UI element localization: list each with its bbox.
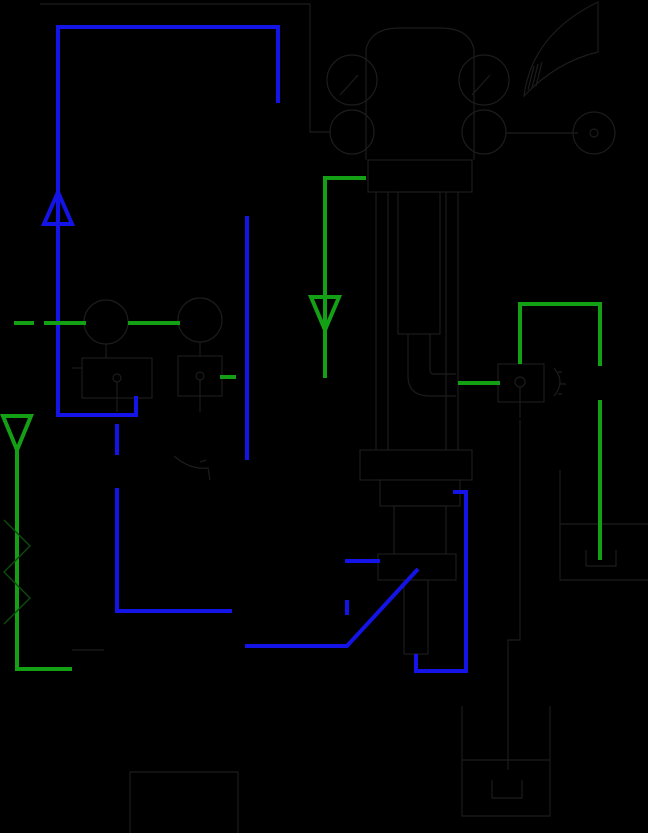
guard-hatch-1 xyxy=(527,65,535,91)
right-valve-body xyxy=(497,363,545,403)
roller-top-right-mark xyxy=(471,74,491,96)
equipment-outlines xyxy=(40,1,648,833)
lower-block-3 xyxy=(377,553,457,581)
lower-block-1 xyxy=(359,449,473,481)
return-line xyxy=(507,420,521,770)
bottom-tank xyxy=(461,706,551,817)
blue-lower-left xyxy=(115,488,232,613)
lower-rod xyxy=(403,579,429,655)
blue-top-loop xyxy=(56,25,280,417)
top-frame-line xyxy=(40,3,330,133)
green-left-line xyxy=(15,450,72,671)
bottom-left-tank xyxy=(129,771,239,833)
guard-plate xyxy=(523,1,599,98)
elbow-pipe xyxy=(407,334,456,397)
roller-bottom-right xyxy=(461,109,507,155)
right-valve-gauge xyxy=(553,367,566,397)
lower-block-2 xyxy=(379,479,461,507)
right-tank-sump xyxy=(585,550,617,567)
right-tank xyxy=(559,470,648,581)
green-zigzag-break xyxy=(3,519,31,625)
guard-hatch-3 xyxy=(535,61,543,87)
left-gauge-1 xyxy=(83,299,129,345)
upper-block xyxy=(367,159,473,193)
roller-housing xyxy=(365,27,475,160)
curved-gauge xyxy=(173,455,211,481)
column-inner-cylinder xyxy=(397,191,441,335)
drive-wheel-hub xyxy=(589,128,599,138)
bottom-tank-sump xyxy=(491,780,523,799)
green-center-line xyxy=(323,176,366,378)
guard-hatch-2 xyxy=(531,63,539,89)
roller-top-right xyxy=(458,54,510,106)
drive-wheel xyxy=(572,111,616,155)
left-gauge-2 xyxy=(177,297,223,343)
lower-stem xyxy=(393,505,447,555)
blue-process-lines xyxy=(40,25,468,673)
blue-diagonal xyxy=(245,567,420,648)
green-flow-arrow-left xyxy=(0,414,34,456)
roller-bottom-left xyxy=(329,109,375,155)
roller-top-left xyxy=(326,54,378,106)
green-right-loop xyxy=(518,302,602,366)
roller-top-left-mark xyxy=(339,74,359,96)
blue-right-return xyxy=(414,490,468,673)
blue-flow-arrow xyxy=(40,187,76,226)
green-flow-arrow-center xyxy=(307,295,343,336)
green-process-lines xyxy=(0,176,602,671)
